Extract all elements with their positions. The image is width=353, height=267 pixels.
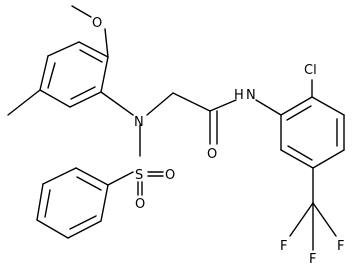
bond-ringB-4 (312, 149, 345, 169)
bond-ringC-1 (75, 167, 109, 186)
bond-ringC-3-inner (44, 189, 51, 218)
atom-methoxy-oxygen: O (92, 16, 102, 31)
atom-sulfonyl-oxygen-1: O (165, 168, 175, 183)
atom-labels: O N N H Cl O S O O F F F (92, 16, 344, 267)
atom-amine-nitrogen: N (134, 115, 144, 130)
atom-fluorine-1: F (280, 239, 287, 254)
bond-ring-n (100, 91, 134, 116)
bond-ringB-1 (280, 96, 313, 116)
bond-ringC-1-inner (76, 176, 102, 191)
bond-ring-methyl (7, 89, 41, 116)
bond-ringA-1-inner (79, 49, 103, 63)
atom-sulfur: S (135, 168, 143, 183)
atom-carbonyl-oxygen: O (207, 147, 217, 162)
bond-ringA-5 (69, 91, 102, 108)
bond-s-phenyl (107, 171, 134, 186)
bond-ringA-2 (47, 41, 80, 57)
bond-ringC-4 (36, 219, 69, 239)
bond-ringC-3 (36, 183, 44, 221)
atom-amide-hydrogen: H (234, 88, 244, 103)
bond-methyl-methoxy-o (71, 5, 92, 18)
bond-ch2-carbonyl (172, 92, 211, 112)
bond-ringB-1-inner (286, 105, 312, 121)
bond-ringA-3 (39, 55, 49, 91)
bond-carbonyl-nh (209, 99, 237, 112)
bond-c-f1 (289, 202, 314, 237)
bond-ringB-5-inner (287, 145, 313, 161)
bond-ringC-6 (100, 184, 109, 222)
bond-n-ch2 (146, 92, 174, 116)
bond-ringC-5 (67, 220, 102, 239)
bond-methoxy-o-ring (104, 28, 109, 58)
bond-ringA-5-inner (70, 86, 96, 100)
bond-ringA-6 (100, 56, 109, 93)
atom-chlorine: Cl (304, 63, 317, 78)
atom-sulfonyl-oxygen-2: O (135, 197, 145, 212)
bond-ringA-1 (78, 41, 109, 58)
atom-amide-nitrogen: N (246, 88, 256, 103)
bond-ringB-2 (311, 96, 345, 116)
atom-fluorine-3: F (337, 239, 344, 254)
bond-ringA-4 (39, 89, 71, 108)
bond-ringB-5 (280, 149, 314, 169)
bond-ringC-2 (42, 167, 77, 185)
atom-fluorine-2: F (309, 252, 316, 267)
bond-nh-ring (255, 99, 282, 116)
bond-ringC-5-inner (69, 215, 97, 230)
bond-ringA-3-inner (47, 62, 56, 89)
bond-c-f3 (312, 202, 337, 237)
bonds (7, 5, 345, 251)
